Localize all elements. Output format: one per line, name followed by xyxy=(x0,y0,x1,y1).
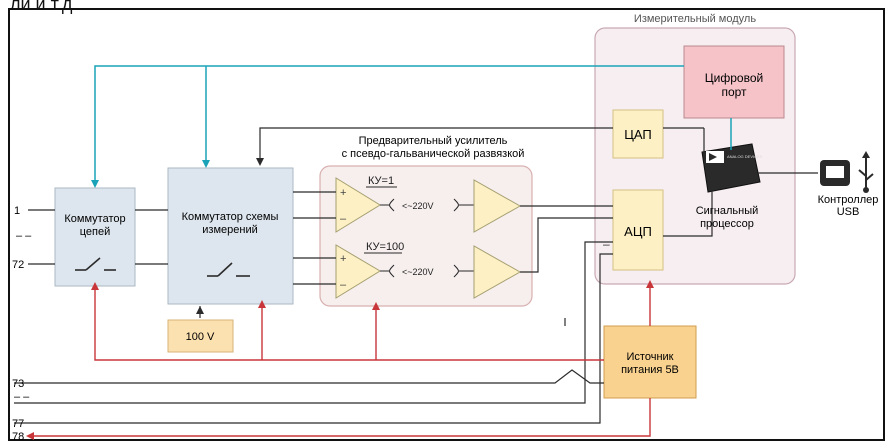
dac-box xyxy=(612,109,664,159)
red-arrow-circuit-switch xyxy=(91,282,99,290)
digital-port-line2: порт xyxy=(721,85,747,99)
preamp-title-line2: с псевдо-гальванической развязкой xyxy=(342,148,525,160)
power-wires xyxy=(30,284,651,437)
digital-port-line1: Цифровой xyxy=(705,71,763,85)
pin-dash-label: – – xyxy=(16,230,32,242)
pin-dash-label-2: – – xyxy=(14,391,30,403)
signal-processor-chip: ANALOG DEVICES xyxy=(701,143,763,193)
adc-box xyxy=(612,189,664,271)
scheme-switch-line2: измерений xyxy=(202,224,257,236)
adc-minus-sign: – xyxy=(603,237,610,251)
amp2-plus-sign: + xyxy=(340,253,346,265)
pin-73-label: 73 xyxy=(12,378,24,390)
amp2-minus-sign: – xyxy=(340,279,347,291)
scheme-switch-box xyxy=(167,167,294,305)
amp2-input-opamp xyxy=(335,244,381,299)
dac-label: ЦАП xyxy=(624,127,652,142)
pin-78-label: 78 xyxy=(12,431,24,441)
pin-72-label: 72 xyxy=(12,259,24,271)
signal-processor-line1: Сигнальный xyxy=(696,205,759,217)
amp2-gain-label: КУ=100 xyxy=(366,241,404,253)
header-fragment: ли и т.д. xyxy=(10,0,77,14)
usb-symbol-icon xyxy=(858,151,874,193)
amp2-isolation-label: <~220V xyxy=(402,267,434,277)
pin-1-label: 1 xyxy=(14,205,20,217)
red-arrow-preamp xyxy=(372,302,380,310)
power-supply-line2: питания 5В xyxy=(621,364,679,376)
amp1-output-opamp xyxy=(473,179,522,233)
outer-frame xyxy=(8,8,885,441)
circuit-switch-line2: цепей xyxy=(80,226,111,238)
teal-wires xyxy=(94,65,732,184)
preamp-title-line1: Предварительный усилитель xyxy=(359,135,508,147)
voltage-source-box xyxy=(167,319,234,353)
power-supply-line1: Источник xyxy=(627,351,674,363)
amp1-gain-label: КУ=1 xyxy=(368,175,394,187)
circuit-switch-box xyxy=(54,187,136,287)
scheme-switch-line1: Коммутатор схемы xyxy=(182,211,279,223)
voltage-arrow xyxy=(196,306,204,314)
digital-port-box xyxy=(683,45,785,119)
red-arrow-scheme-switch xyxy=(258,300,266,308)
voltage-source-label: 100 V xyxy=(186,331,215,343)
amp1-input-opamp xyxy=(335,177,381,233)
usb-controller-icon xyxy=(820,160,850,186)
red-arrow-pin78 xyxy=(26,432,34,440)
circuit-switch-line1: Коммутатор xyxy=(64,213,125,225)
red-arrow-module xyxy=(646,280,654,288)
amp1-minus-sign: – xyxy=(340,213,347,225)
circuit-switch-symbol xyxy=(75,257,116,271)
signal-processor-line2: процессор xyxy=(700,218,754,230)
amp2-output-opamp xyxy=(473,245,522,299)
dac-arrow xyxy=(256,158,264,166)
usb-controller-line2: USB xyxy=(837,206,860,218)
measurement-module-title: Измерительный модуль xyxy=(634,13,756,25)
adc-label: АЦП xyxy=(624,224,652,239)
teal-arrow-circuit-switch xyxy=(91,180,99,188)
teal-arrow-scheme-switch xyxy=(202,160,210,168)
usb-controller-line1: Контроллер xyxy=(818,194,879,206)
amp1-plus-sign: + xyxy=(340,187,346,199)
amp1-isolation-label: <~220V xyxy=(402,201,434,211)
power-supply-box xyxy=(603,325,697,399)
signal-wires xyxy=(14,127,818,424)
pin-77-label: 77 xyxy=(12,418,24,430)
scheme-switch-symbol xyxy=(207,262,250,277)
signal-processor-logo: ANALOG DEVICES xyxy=(727,154,763,159)
